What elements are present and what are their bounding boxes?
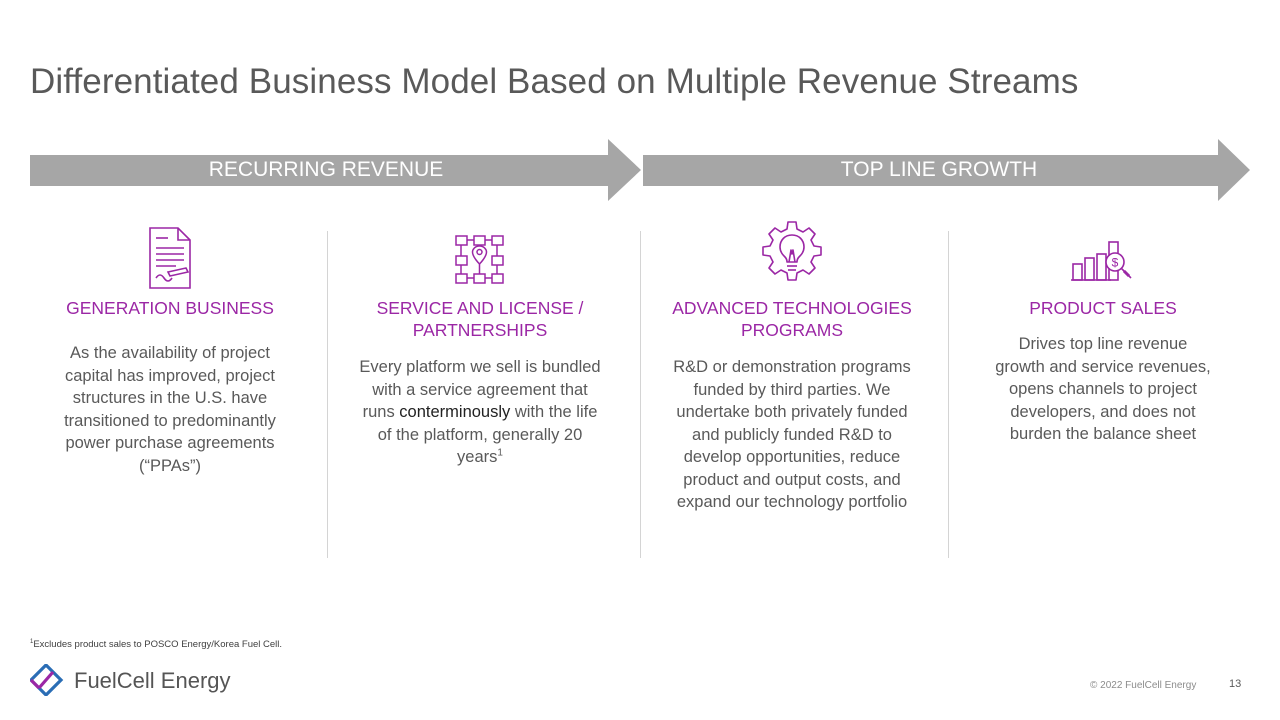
generation-business-description: As the availability of project capital h… — [40, 342, 300, 477]
text-line: R&D or demonstration programs — [673, 358, 911, 376]
page-number: 13 — [1229, 678, 1242, 690]
top-line-growth-banner: TOP LINE GROWTH — [643, 139, 1250, 201]
text-segment: runs — [362, 403, 400, 421]
product-sales-heading: PRODUCT SALES — [1029, 298, 1177, 318]
product-sales-description: Drives top line revenue growth and servi… — [962, 333, 1244, 446]
text-line: with a service agreement that — [372, 380, 588, 399]
text-line: capital has improved, project — [64, 366, 276, 385]
text-line: developers, and does not — [1010, 402, 1196, 421]
advanced-technologies-heading: ADVANCED TECHNOLOGIES PROGRAMS — [648, 297, 936, 341]
slide-title: Differentiated Business Model Based on M… — [30, 62, 1079, 101]
text-line: product and output costs, and — [683, 470, 901, 489]
heading-line: SERVICE AND LICENSE / — [376, 298, 584, 318]
text-line: Drives top line revenue — [1018, 335, 1188, 353]
text-line: (“PPAs”) — [138, 456, 202, 475]
text-line: years1 — [335, 446, 625, 469]
text-line: power purchase agreements — [65, 434, 275, 452]
bar-chart-dollar-icon: $ — [962, 222, 1244, 292]
document-contract-icon — [40, 222, 300, 292]
footnote: 1Excludes product sales to POSCO Energy/… — [30, 639, 282, 650]
service-license-heading: SERVICE AND LICENSE / PARTNERSHIPS — [335, 297, 625, 341]
footnote-marker: 1 — [30, 639, 34, 645]
text-line: runs conterminously with the life — [335, 401, 625, 424]
recurring-revenue-banner: RECURRING REVENUE — [30, 139, 641, 201]
text-segment: with the life — [510, 403, 598, 421]
service-license-description: Every platform we sell is bundled with a… — [335, 356, 625, 469]
banner-arrow-right-shape — [643, 139, 1250, 201]
text-line: Every platform we sell is bundled — [359, 358, 601, 376]
banner-arrow-left-shape — [30, 139, 641, 201]
recurring-revenue-label: RECURRING REVENUE — [208, 158, 444, 181]
heading-line: ADVANCED TECHNOLOGIES — [672, 298, 912, 318]
column-divider — [948, 231, 949, 558]
generation-business-heading: GENERATION BUSINESS — [66, 298, 274, 318]
column-divider — [640, 231, 641, 558]
highlighted-word: conterminously — [399, 403, 511, 421]
text-segment: years — [457, 448, 498, 466]
top-line-growth-label: TOP LINE GROWTH — [840, 158, 1038, 181]
heading-line: PARTNERSHIPS — [412, 320, 548, 340]
svg-text:$: $ — [1112, 256, 1119, 270]
text-line: opens channels to project — [1008, 380, 1198, 398]
fuelcell-logo-mark-icon — [30, 664, 64, 696]
text-line: of the platform, generally 20 — [377, 425, 583, 444]
text-line: As the availability of project — [70, 344, 270, 362]
heading-line: PROGRAMS — [740, 320, 844, 340]
column-divider — [327, 231, 328, 558]
text-line: growth and service revenues, — [995, 357, 1211, 376]
lightbulb-gear-icon — [648, 221, 936, 292]
text-line: expand our technology portfolio — [676, 493, 908, 511]
text-line: funded by third parties. We — [693, 380, 891, 399]
copyright-text: © 2022 FuelCell Energy — [1090, 680, 1197, 691]
footnote-marker: 1 — [497, 447, 503, 459]
network-map-icon — [335, 222, 625, 292]
advanced-technologies-description: R&D or demonstration programs funded by … — [648, 356, 936, 514]
text-line: structures in the U.S. have — [72, 389, 268, 407]
footnote-text: Excludes product sales to POSCO Energy/K… — [33, 639, 283, 651]
logo-wordmark: FuelCell Energy — [74, 668, 231, 693]
text-line: transitioned to predominantly — [64, 411, 276, 430]
text-line: and publicly funded R&D to — [692, 425, 892, 444]
text-line: undertake both privately funded — [676, 403, 908, 421]
text-line: develop opportunities, reduce — [683, 448, 901, 466]
text-line: burden the balance sheet — [1009, 425, 1197, 443]
